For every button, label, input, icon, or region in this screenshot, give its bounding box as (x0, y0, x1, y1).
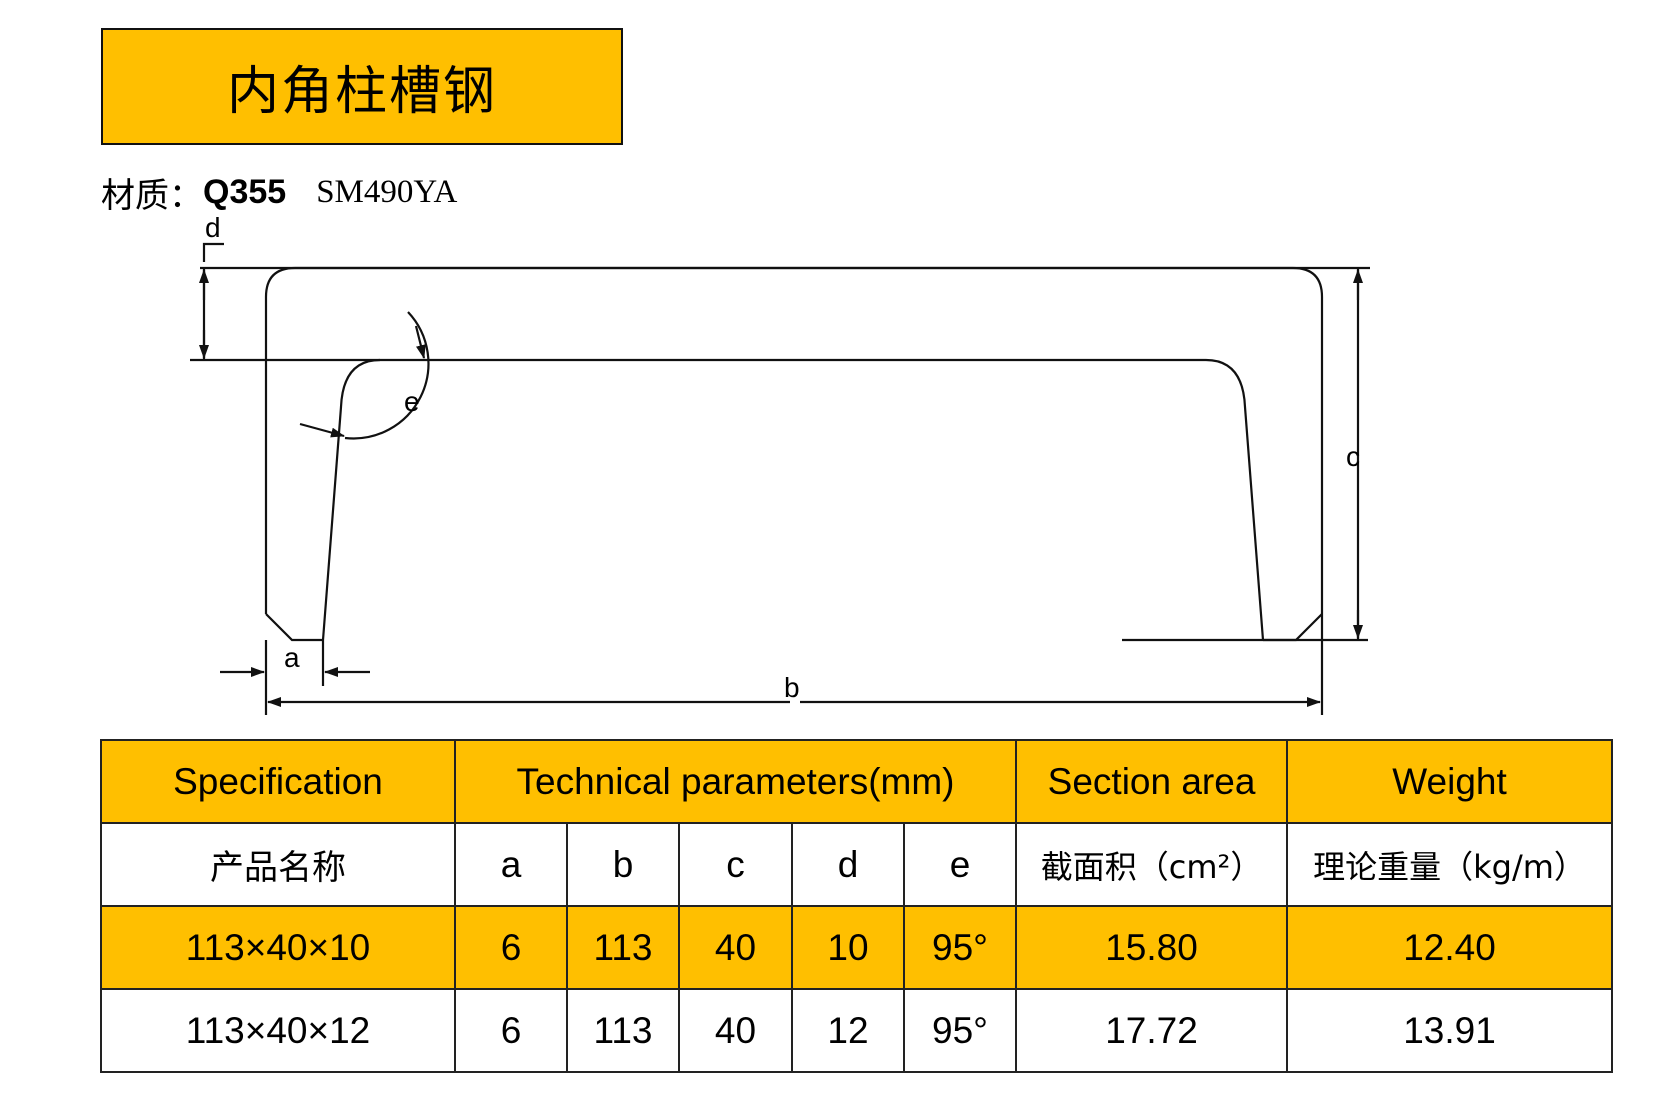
subheader-b: b (566, 822, 680, 907)
table-row: 113×40×12 6 113 40 12 95° 17.72 13.91 (100, 988, 1614, 1073)
dim-d-leader (202, 242, 224, 262)
table-header-row: Specification Technical parameters(mm) S… (100, 739, 1614, 824)
material-label: 材质： (101, 175, 203, 216)
cell-spec: 113×40×12 (100, 988, 456, 1073)
dim-e-arrow-top (414, 325, 426, 359)
cell-c: 40 (678, 905, 793, 990)
material-grade-sm490ya: SM490YA (316, 173, 458, 210)
label-b: b (784, 672, 800, 703)
subheader-section-area: 截面积（cm²） (1015, 822, 1289, 907)
header-section-area: Section area (1015, 739, 1289, 824)
cell-e: 95° (902, 988, 1018, 1073)
spec-table: Specification Technical parameters(mm) S… (100, 739, 1614, 1073)
cell-spec: 113×40×10 (100, 905, 456, 990)
table-row: 113×40×10 6 113 40 10 95° 15.80 12.40 (100, 905, 1614, 990)
channel-cross-section-drawing: d c a b e (190, 212, 1370, 715)
subheader-e: e (902, 822, 1018, 907)
subheader-d: d (791, 822, 905, 907)
label-c: c (1346, 441, 1360, 472)
cell-b: 113 (566, 988, 680, 1073)
label-e: e (404, 386, 420, 417)
label-a: a (284, 642, 300, 673)
cell-area: 17.72 (1015, 988, 1289, 1073)
dim-e-arc (344, 311, 430, 440)
header-specification: Specification (100, 739, 456, 824)
label-d: d (205, 212, 221, 243)
header-technical-parameters: Technical parameters(mm) (453, 739, 1018, 824)
subheader-product-name: 产品名称 (100, 822, 456, 907)
cell-a: 6 (454, 905, 568, 990)
cell-c: 40 (678, 988, 793, 1073)
right-foot-chamfer (1263, 613, 1323, 642)
cell-weight: 12.40 (1286, 905, 1614, 990)
header-weight: Weight (1286, 739, 1614, 824)
subheader-a: a (454, 822, 568, 907)
left-foot-chamfer (265, 613, 323, 642)
cell-area: 15.80 (1015, 905, 1289, 990)
material-grade-q355: Q355 (203, 172, 287, 211)
material-line: 材质： Q355 SM490YA (101, 170, 458, 216)
dim-e-arrow-bottom (299, 422, 345, 438)
channel-outer-outline (264, 266, 1324, 614)
cell-d: 12 (791, 988, 905, 1073)
table-subheader-row: 产品名称 a b c d e 截面积（cm²） 理论重量（kg/m） (100, 822, 1614, 907)
channel-inner-outline (321, 358, 1265, 641)
cell-e: 95° (902, 905, 1018, 990)
cell-weight: 13.91 (1286, 988, 1614, 1073)
cell-d: 10 (791, 905, 905, 990)
cell-b: 113 (566, 905, 680, 990)
subheader-c: c (678, 822, 793, 907)
page-title: 内角柱槽钢 (101, 28, 623, 145)
cell-a: 6 (454, 988, 568, 1073)
subheader-weight: 理论重量（kg/m） (1286, 822, 1614, 907)
